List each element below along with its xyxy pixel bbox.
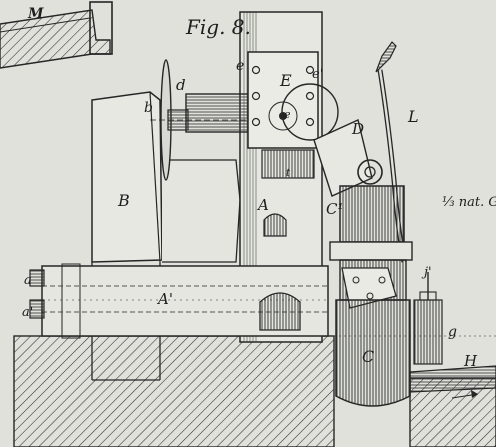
housing-e [247,51,339,179]
label-d: d [176,76,186,94]
label-e-housing: E [279,71,292,90]
scale-note: ⅓ nat. G [442,195,496,210]
pipe-h [409,365,496,399]
label-a-prime-beam: A' [156,290,173,308]
figure-labels: Fig. 8. M b d e E e' e t L D B A C¹ ⅓ na… [22,6,496,370]
label-e-left: e [236,58,244,74]
label-l: L [407,107,419,126]
spindle-assembly [150,59,260,181]
foundation [13,335,496,447]
label-b-small: b [144,100,153,116]
figure-title: Fig. 8. [185,15,251,39]
label-a-bolt: a [24,273,32,288]
label-b-frame: B [117,191,130,210]
label-g: g [448,324,457,340]
label-h: H [463,352,478,370]
label-m: M [27,6,44,22]
label-t: t [286,168,291,179]
section-m [0,1,113,69]
label-j-prime: j' [421,265,432,280]
label-e-center: e [284,108,291,121]
label-d-link: D [351,120,364,138]
beam-a-prime [29,263,330,339]
label-a-column: A [256,196,269,214]
label-c-lower: C [362,347,374,366]
frame-b [91,91,241,381]
label-a-prime-bolt: a' [22,305,33,320]
cylinder-assembly [329,185,413,407]
label-e-right: e' [312,67,323,82]
label-c-upper: C¹ [326,200,344,218]
right-valve [413,272,443,365]
